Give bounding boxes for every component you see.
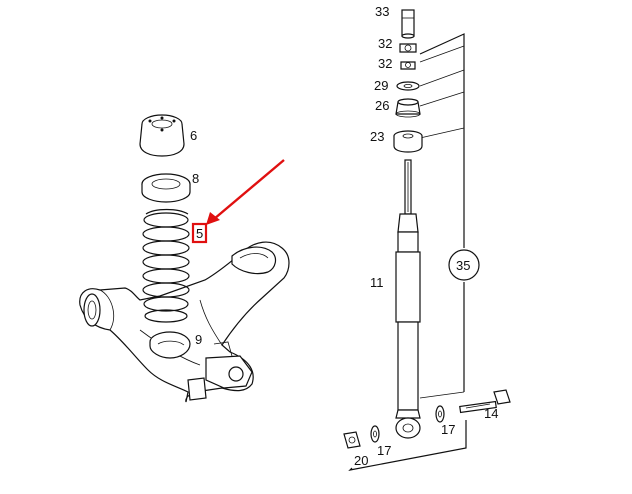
label-17-left: 17 xyxy=(377,443,391,458)
rubber-mount-upper xyxy=(395,98,421,118)
label-5: 5 xyxy=(196,226,203,241)
label-9: 9 xyxy=(195,332,202,347)
rubber-mount-lower xyxy=(393,130,423,153)
label-17-right: 17 xyxy=(441,422,455,437)
label-26: 26 xyxy=(375,98,389,113)
spring-seat-lower xyxy=(149,331,191,359)
washer-17-right xyxy=(435,405,445,423)
upper-spring-mount xyxy=(139,114,185,157)
nut-lower xyxy=(400,61,416,70)
shock-absorber xyxy=(395,159,421,439)
label-35: 35 xyxy=(456,258,470,273)
label-29: 29 xyxy=(374,78,388,93)
label-14: 14 xyxy=(484,406,498,421)
bracket-line-35 xyxy=(348,33,467,471)
label-20: 20 xyxy=(354,453,368,468)
highlight-box xyxy=(191,222,208,244)
spring-pad xyxy=(141,173,191,203)
label-32-lower: 32 xyxy=(378,56,392,71)
label-33: 33 xyxy=(375,4,389,19)
washer xyxy=(396,81,420,91)
mounting-bolt xyxy=(459,389,511,414)
label-11: 11 xyxy=(370,275,384,290)
label-6: 6 xyxy=(190,128,197,143)
label-23: 23 xyxy=(370,129,384,144)
label-8: 8 xyxy=(192,171,199,186)
washer-17-left xyxy=(370,425,380,443)
top-bolt xyxy=(401,9,415,39)
label-32-upper: 32 xyxy=(378,36,392,51)
coil-spring xyxy=(142,208,190,323)
nut-20 xyxy=(343,431,361,449)
nut-upper xyxy=(399,43,417,53)
highlight-callout xyxy=(191,159,285,244)
callout-35 xyxy=(448,249,480,281)
